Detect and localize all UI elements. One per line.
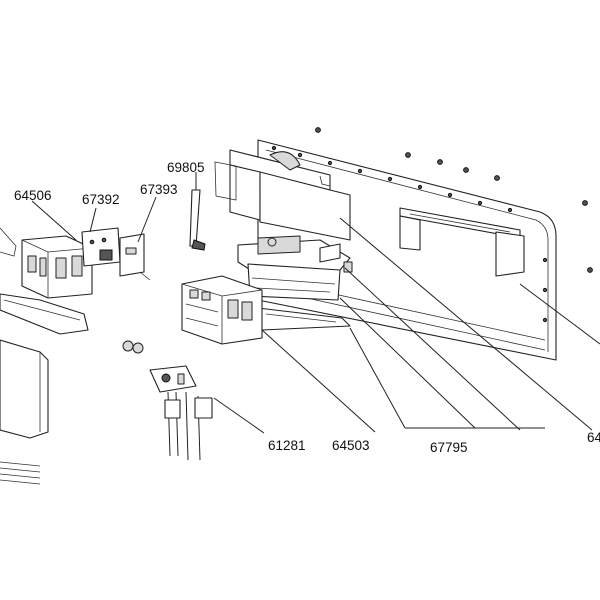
cabinet-housing [214, 149, 351, 241]
label-67795: 67795 [430, 440, 468, 455]
part-67392-plate [81, 227, 121, 267]
label-67393: 67393 [140, 182, 178, 197]
loose-screws [315, 127, 593, 273]
upper-control-board [237, 235, 353, 301]
panel-screw-holes [271, 145, 548, 323]
label-61281: 61281 [268, 438, 306, 453]
part-labels: 69805 64506 67392 67393 61281 64503 6779… [14, 160, 600, 455]
label-69805: 69805 [167, 160, 205, 175]
leader-lines [31, 172, 600, 434]
label-64506: 64506 [14, 188, 52, 203]
left-grille [0, 461, 41, 485]
label-67392: 67392 [82, 192, 120, 207]
left-edge-part [0, 227, 17, 257]
part-64503-box [181, 275, 263, 345]
part-61281-harness [122, 340, 213, 461]
part-67393-plate [119, 233, 151, 281]
part-64506-block [21, 235, 93, 299]
left-bracket-piece [0, 293, 89, 335]
part-69805-rod [189, 189, 206, 251]
label-64503: 64503 [332, 438, 370, 453]
left-cover-panel [0, 339, 49, 439]
label-64-cut: 64 [587, 430, 600, 445]
